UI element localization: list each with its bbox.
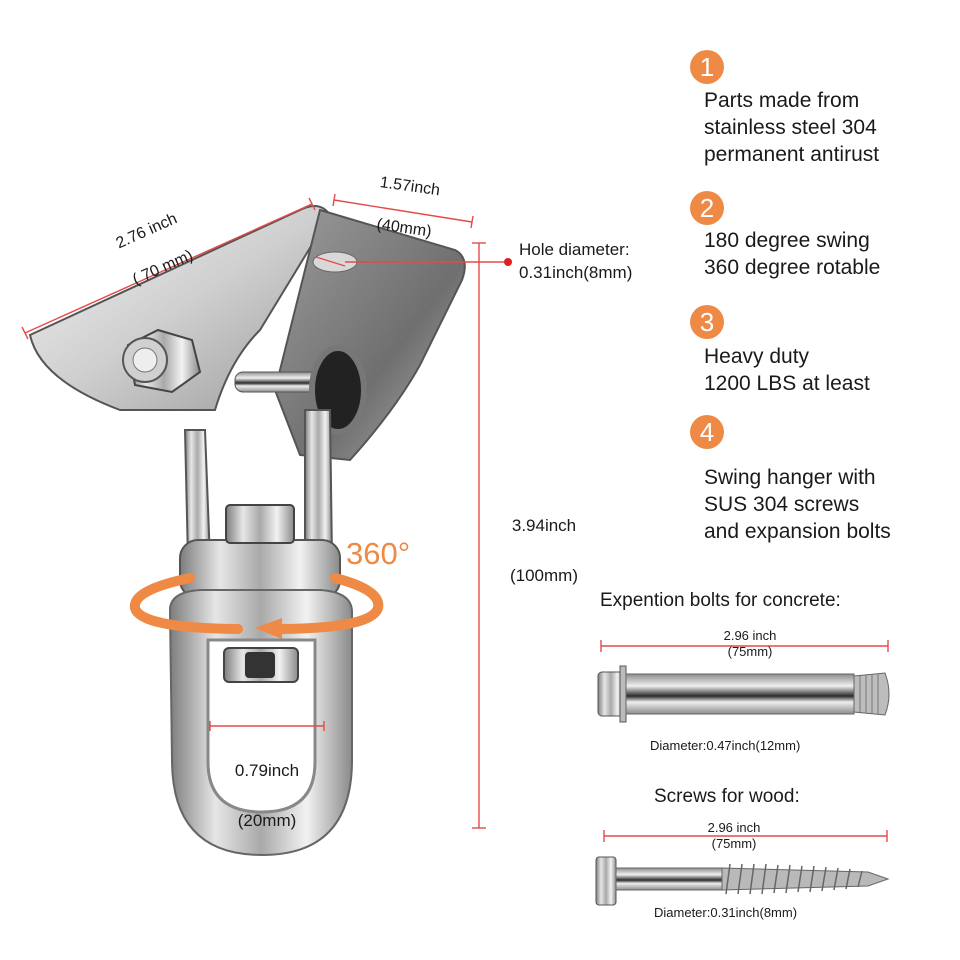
- feature-number-badge: 2: [690, 191, 724, 225]
- hole-marker-dot: [504, 258, 512, 266]
- expansion-bolt-title: Expention bolts for concrete:: [600, 590, 841, 611]
- width-mm: (40mm): [375, 216, 433, 241]
- ring-inch: 0.79inch: [234, 761, 300, 780]
- screw-length-inch: 2.96 inch: [707, 820, 761, 835]
- feature-text: Parts made from stainless steel 304 perm…: [704, 89, 880, 166]
- expansion-bolt-image: [597, 665, 890, 723]
- screw-diameter: Diameter:0.31inch(8mm): [654, 905, 798, 920]
- height-mm: (100mm): [509, 566, 578, 585]
- height-dimension-label: 3.94inch (100mm): [494, 488, 594, 613]
- feature-number-badge: 1: [690, 50, 724, 84]
- ring-mm: (20mm): [237, 811, 297, 830]
- bolt-length-inch: 2.96 inch: [723, 628, 777, 643]
- feature-number-badge: 3: [690, 305, 724, 339]
- swivel-nut: [225, 504, 295, 544]
- bolt-length-label: 2.96 inch (75mm): [680, 628, 820, 660]
- wood-screw-image: [595, 856, 890, 906]
- hex-nut: [122, 328, 202, 394]
- ring-dimension-label: 0.79inch (20mm): [212, 733, 322, 858]
- screw-length-mm: (75mm): [711, 836, 757, 851]
- dimension-lines: [21, 193, 889, 842]
- feature-text: Heavy duty 1200 LBS at least: [704, 345, 870, 395]
- width-inch: 1.57inch: [378, 174, 442, 200]
- hole-diameter-title: Hole diameter:: [519, 240, 630, 259]
- rotation-arrow-icon: [129, 573, 384, 639]
- screw-thread: [725, 863, 863, 895]
- bolt-diameter: Diameter:0.47inch(12mm): [650, 738, 801, 753]
- feature-text: Swing hanger with SUS 304 screws and exp…: [704, 466, 891, 543]
- height-inch: 3.94inch: [511, 516, 577, 535]
- width-dimension-line: [333, 199, 473, 223]
- swing-shackle: [179, 409, 341, 599]
- feature-number-badge: 4: [690, 415, 724, 449]
- wood-screw-title: Screws for wood:: [654, 786, 800, 807]
- width-dimension-label: 1.57inch (40mm): [345, 148, 469, 267]
- rotation-label: 360°: [346, 536, 411, 571]
- feature-text: 180 degree swing 360 degree rotable: [704, 229, 881, 279]
- hole-diameter-value: 0.31inch(8mm): [519, 263, 633, 282]
- hole-diameter-label: Hole diameter: 0.31inch(8mm): [519, 238, 632, 284]
- screw-length-label: 2.96 inch (75mm): [664, 820, 804, 852]
- length-dimension-line: [24, 203, 313, 334]
- bolt-length-mm: (75mm): [727, 644, 773, 659]
